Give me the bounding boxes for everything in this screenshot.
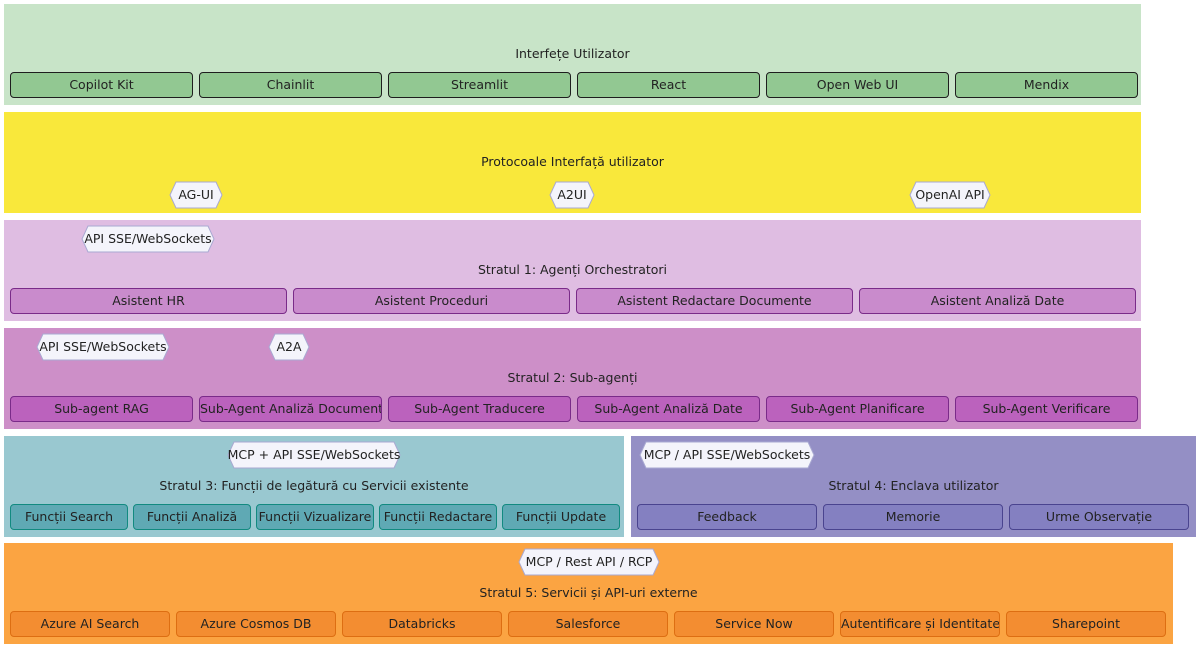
enclave-urme-observatie[interactable]: Urme Observație [1009, 504, 1189, 530]
enclave-feedback[interactable]: Feedback [637, 504, 817, 530]
protocol-tag-mcp-rest-rcp: MCP / Rest API / RCP [518, 548, 660, 576]
enclave-memorie[interactable]: Memorie [823, 504, 1003, 530]
ui-layer: Interfețe Utilizator Copilot Kit Chainli… [4, 4, 1141, 105]
protocol-layer-title: Protocoale Interfață utilizator [481, 154, 664, 169]
layer5-external-services: MCP / Rest API / RCP Stratul 5: Servicii… [4, 543, 1173, 644]
function-analiza[interactable]: Funcții Analiză [133, 504, 251, 530]
function-search[interactable]: Funcții Search [10, 504, 128, 530]
layer2-subagents: API SSE/WebSockets A2A Stratul 2: Sub-ag… [4, 328, 1141, 429]
ui-item-streamlit[interactable]: Streamlit [388, 72, 571, 98]
protocol-tag-a2a: A2A [268, 333, 310, 361]
protocol-tag-api-sse: API SSE/WebSockets [81, 225, 215, 253]
agent-asistent-proceduri[interactable]: Asistent Proceduri [293, 288, 570, 314]
layer1-orchestrators: API SSE/WebSockets Stratul 1: Agenți Orc… [4, 220, 1141, 321]
subagent-verificare[interactable]: Sub-Agent Verificare [955, 396, 1138, 422]
service-salesforce[interactable]: Salesforce [508, 611, 668, 637]
ui-item-react[interactable]: React [577, 72, 760, 98]
ui-layer-title: Interfețe Utilizator [515, 46, 630, 61]
agent-asistent-redactare[interactable]: Asistent Redactare Documente [576, 288, 853, 314]
protocol-tag-a2ui: A2UI [549, 181, 595, 209]
service-azure-cosmos-db[interactable]: Azure Cosmos DB [176, 611, 336, 637]
ui-item-chainlit[interactable]: Chainlit [199, 72, 382, 98]
agent-asistent-analiza[interactable]: Asistent Analiză Date [859, 288, 1136, 314]
service-azure-ai-search[interactable]: Azure AI Search [10, 611, 170, 637]
layer2-title: Stratul 2: Sub-agenți [507, 370, 638, 385]
layer4-user-enclave: MCP / API SSE/WebSockets Stratul 4: Encl… [631, 436, 1196, 537]
ui-item-open-web-ui[interactable]: Open Web UI [766, 72, 949, 98]
subagent-rag[interactable]: Sub-agent RAG [10, 396, 193, 422]
protocol-tag-mcp-api-sse: MCP / API SSE/WebSockets [639, 441, 815, 469]
protocol-tag-mcp-api-sse: MCP + API SSE/WebSockets [227, 441, 401, 469]
service-databricks[interactable]: Databricks [342, 611, 502, 637]
subagent-traducere[interactable]: Sub-Agent Traducere [388, 396, 571, 422]
protocol-layer: Protocoale Interfață utilizator AG-UI A2… [4, 112, 1141, 213]
function-update[interactable]: Funcții Update [502, 504, 620, 530]
function-redactare[interactable]: Funcții Redactare [379, 504, 497, 530]
ui-item-copilot-kit[interactable]: Copilot Kit [10, 72, 193, 98]
service-sharepoint[interactable]: Sharepoint [1006, 611, 1166, 637]
service-autentificare[interactable]: Autentificare și Identitate [840, 611, 1000, 637]
ui-item-mendix[interactable]: Mendix [955, 72, 1138, 98]
layer3-title: Stratul 3: Funcții de legătură cu Servic… [159, 478, 469, 493]
service-service-now[interactable]: Service Now [674, 611, 834, 637]
layer3-functions: MCP + API SSE/WebSockets Stratul 3: Func… [4, 436, 624, 537]
agent-asistent-hr[interactable]: Asistent HR [10, 288, 287, 314]
subagent-analiza-date[interactable]: Sub-Agent Analiză Date [577, 396, 760, 422]
subagent-planificare[interactable]: Sub-Agent Planificare [766, 396, 949, 422]
function-vizualizare[interactable]: Funcții Vizualizare [256, 504, 374, 530]
protocol-tag-api-sse: API SSE/WebSockets [36, 333, 170, 361]
layer4-title: Stratul 4: Enclava utilizator [828, 478, 999, 493]
layer1-title: Stratul 1: Agenți Orchestratori [477, 262, 668, 277]
protocol-tag-openai-api: OpenAI API [909, 181, 991, 209]
subagent-analiza-documente[interactable]: Sub-Agent Analiză Documente [199, 396, 382, 422]
layer5-title: Stratul 5: Servicii și API-uri externe [479, 585, 698, 600]
protocol-tag-ag-ui: AG-UI [169, 181, 223, 209]
